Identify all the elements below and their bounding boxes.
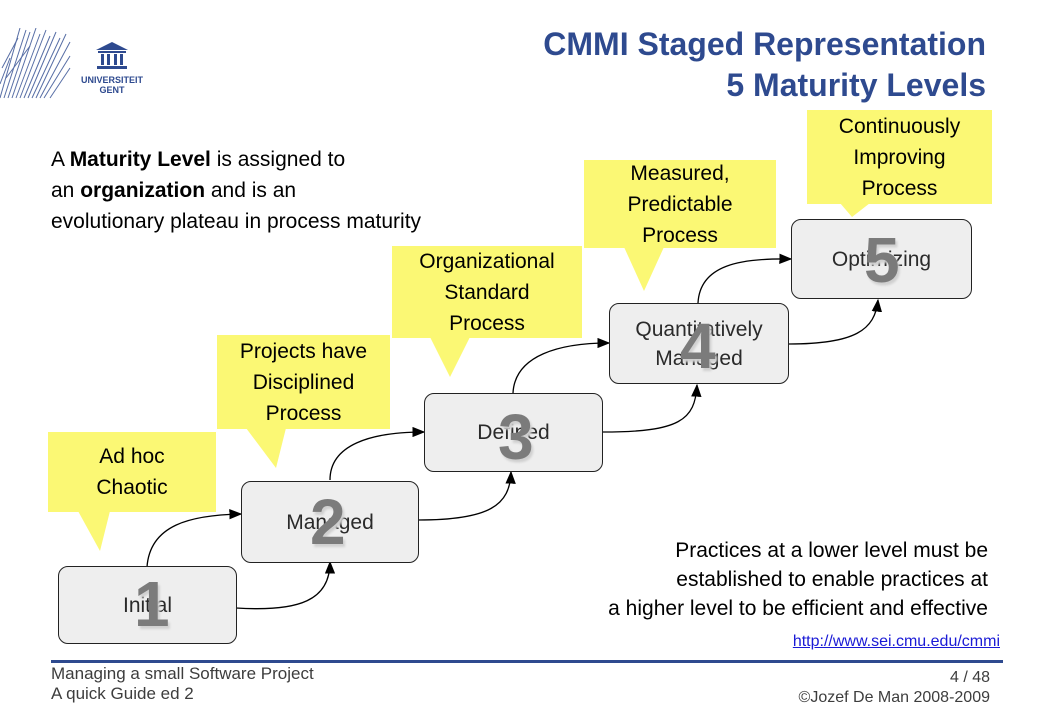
intro-text-part: evolutionary plateau in process maturity [51, 210, 422, 233]
footer-line: A quick Guide ed 2 [51, 684, 194, 703]
intro-text: A Maturity Level is assigned to an organ… [51, 144, 421, 237]
callout-tail [246, 428, 286, 468]
level-number: 5 [864, 224, 900, 296]
level-number: 2 [310, 486, 346, 558]
level-label: Defined [477, 421, 550, 444]
level-label: Managed [655, 346, 743, 370]
arrow-4-to-5 [697, 253, 793, 304]
level-label: Managed [286, 510, 374, 534]
arrow-defined-return [602, 383, 702, 433]
level-quantitatively-managed-box: Quantitatively Managed [609, 303, 789, 384]
callout-line: Ad hoc [99, 445, 165, 468]
callout-line: Projects have [239, 339, 368, 363]
reed-texture-icon [0, 28, 71, 99]
callout-continuously: Continuously Improving Process [807, 110, 992, 204]
intro-text-part: A [51, 148, 70, 171]
callout-line: Process [642, 223, 718, 247]
slide-title: CMMI Staged Representation 5 Maturity Le… [380, 24, 986, 106]
arrow-initial-return [235, 560, 336, 610]
callout-organizational: Organizational Standard Process [392, 246, 582, 338]
level-label: Initial [122, 593, 173, 617]
level-optimizing-box: Optimizing [791, 219, 972, 299]
level-defined-box: Defined [424, 393, 603, 472]
callout-line: Process [449, 311, 525, 335]
level-label: Quantitatively [635, 317, 763, 341]
callout-tail [840, 203, 870, 217]
callout-tail [624, 247, 664, 291]
level-number: 4 [680, 310, 716, 382]
intro-text-part: an [51, 179, 81, 202]
callout-tail [78, 511, 110, 551]
intro-text-part: and is an [205, 179, 297, 202]
university-logo: UNIVERSITEIT GENT [80, 40, 144, 95]
callout-ad-hoc: Ad hoc Chaotic [48, 432, 216, 512]
callout-tail [430, 337, 470, 377]
callout-line: Standard [444, 280, 530, 304]
arrow-2-to-3 [329, 426, 426, 481]
callout-line: Process [265, 401, 342, 425]
practices-line: established to enable practices at [676, 568, 988, 591]
level-number: 1 [134, 568, 170, 640]
practices-note: Practices at a lower level must be estab… [480, 536, 988, 623]
sei-cmmi-link[interactable]: http://www.sei.cmu.edu/cmmi [792, 633, 1000, 650]
logo-text-line1: UNIVERSITEIT [80, 75, 143, 85]
arrow-managed-return [417, 470, 516, 521]
callout-measured: Measured, Predictable Process [584, 160, 776, 248]
level-initial-box: Initial [58, 566, 237, 644]
callout-line: Process [861, 176, 938, 200]
callout-line: Predictable [627, 192, 733, 216]
intro-bold-term: organization [80, 179, 206, 202]
footer-divider [51, 660, 1003, 663]
callout-disciplined: Projects have Disciplined Process [217, 335, 390, 429]
intro-text-part: is assigned to [210, 148, 346, 171]
arrow-1-to-2 [146, 509, 243, 568]
level-label: Optimizing [831, 247, 932, 271]
copyright: ©Jozef De Man 2008-2009 [798, 689, 990, 706]
callout-line: Chaotic [96, 476, 168, 499]
callout-line: Continuously [838, 114, 961, 138]
callout-line: Organizational [419, 249, 555, 273]
title-line2: 5 Maturity Levels [726, 67, 986, 103]
level-number: 3 [498, 401, 534, 473]
callout-line: Improving [853, 145, 946, 169]
arrow-quant-return [788, 298, 883, 345]
title-line1: CMMI Staged Representation [543, 26, 986, 62]
logo-text-line2: GENT [99, 85, 125, 95]
university-logo-icon [96, 42, 128, 69]
arrow-3-to-4 [512, 337, 611, 394]
practices-line: Practices at a lower level must be [675, 539, 988, 562]
footer-line: Managing a small Software Project [51, 664, 314, 683]
intro-bold-term: Maturity Level [69, 148, 211, 171]
page-number: 4 / 48 [949, 669, 990, 686]
callout-line: Measured, [630, 161, 730, 185]
callout-line: Disciplined [252, 370, 355, 394]
footer-course-title: Managing a small Software Project A quic… [51, 664, 314, 704]
footer-page-info: 4 / 48 ©Jozef De Man 2008-2009 [700, 668, 990, 708]
level-managed-box: Managed [241, 481, 419, 563]
practices-line: a higher level to be efficient and effec… [608, 597, 988, 620]
